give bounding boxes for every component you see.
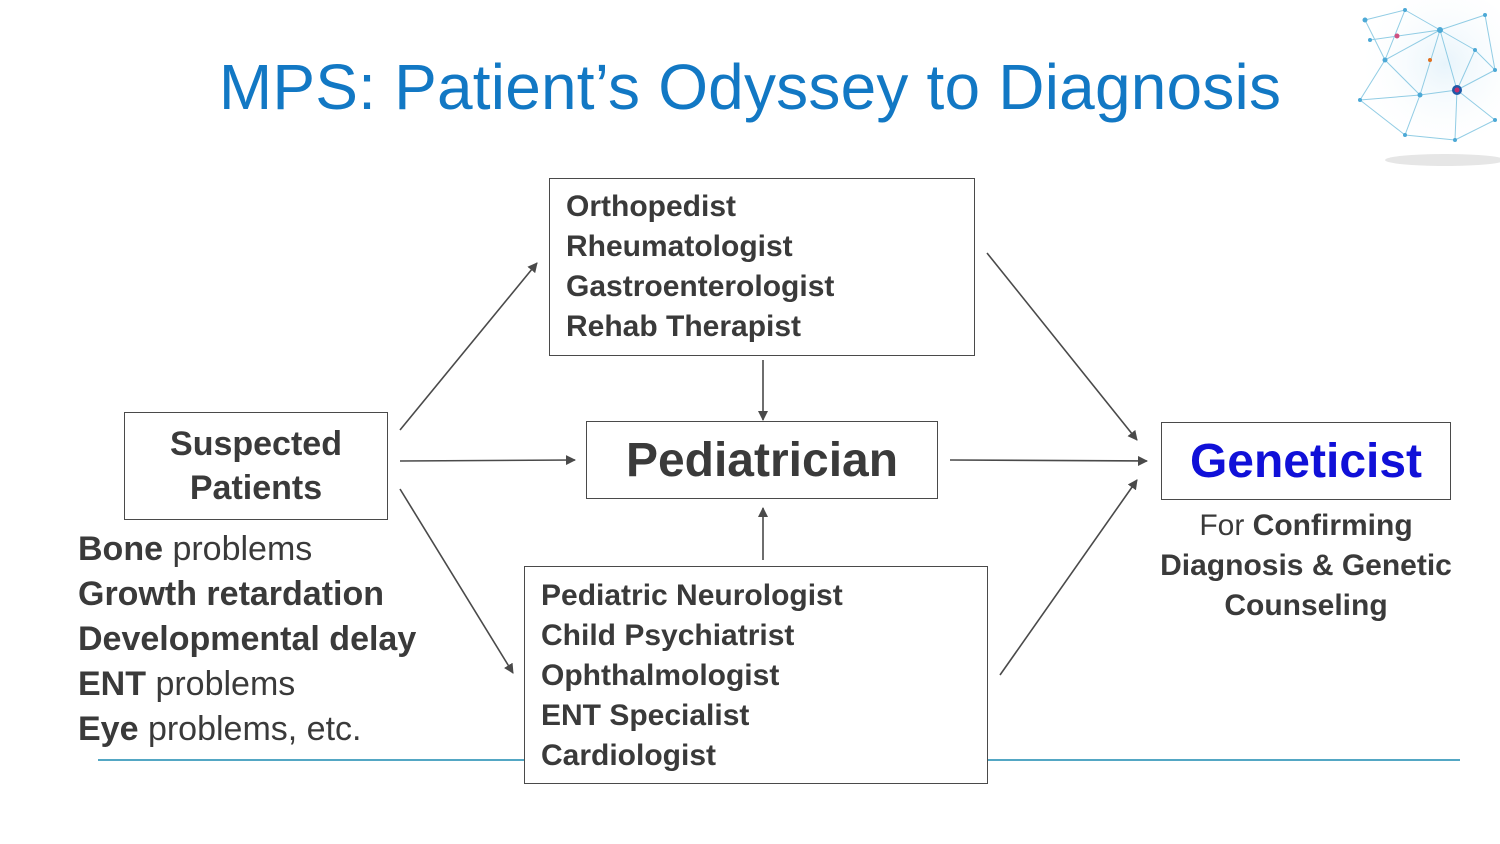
pediatrician-box: Pediatrician (586, 421, 938, 499)
note-prefix: For (1199, 509, 1253, 542)
suspected-line-2: Patients (189, 469, 323, 507)
symptom-item: Growth retardation (78, 575, 385, 613)
specialist-item: Rehab Therapist (566, 310, 802, 343)
specialists-box-top: Orthopedist Rheumatologist Gastroenterol… (549, 178, 975, 356)
symptom-item: Eye problems, etc. (78, 710, 362, 748)
note-bold: Confirming (1252, 509, 1413, 542)
geneticist-box: Geneticist (1161, 422, 1451, 500)
note-line-2: Diagnosis & Genetic (1160, 549, 1452, 582)
specialist-item: Cardiologist (541, 739, 717, 772)
arrow-top-to-geneticist (986, 252, 1138, 441)
specialist-item: Ophthalmologist (541, 659, 780, 692)
specialist-item: Rheumatologist (566, 230, 793, 263)
suspected-line-1: Suspected (170, 425, 342, 463)
symptoms-list: Bone problems Growth retardation Develop… (78, 527, 416, 752)
network-globe-icon (1358, 0, 1500, 166)
specialist-item: Orthopedist (566, 190, 736, 223)
arrow-suspected-to-pediatrician (399, 455, 576, 466)
specialist-item: ENT Specialist (541, 699, 750, 732)
arrow-suspected-to-specialists-top (399, 262, 538, 431)
suspected-patients-box: Suspected Patients (124, 412, 388, 520)
note-line-3: Counseling (1224, 589, 1388, 622)
geneticist-note: For Confirming Diagnosis & Genetic Couns… (1130, 506, 1482, 626)
arrow-bottom-to-geneticist (999, 479, 1138, 676)
slide-title: MPS: Patient’s Odyssey to Diagnosis (218, 51, 1282, 123)
symptom-item: Developmental delay (78, 620, 417, 658)
specialist-item: Pediatric Neurologist (541, 579, 843, 612)
symptom-item: ENT problems (78, 665, 296, 703)
specialists-box-bottom: Pediatric Neurologist Child Psychiatrist… (524, 566, 988, 784)
arrow-pediatrician-to-geneticist (949, 455, 1148, 466)
specialist-item: Gastroenterologist (566, 270, 835, 303)
geneticist-label: Geneticist (1189, 434, 1423, 488)
symptom-item: Bone problems (78, 530, 313, 568)
arrow-suspected-to-specialists-bottom (399, 488, 514, 674)
specialist-item: Child Psychiatrist (541, 619, 795, 652)
pediatrician-label: Pediatrician (625, 433, 899, 487)
